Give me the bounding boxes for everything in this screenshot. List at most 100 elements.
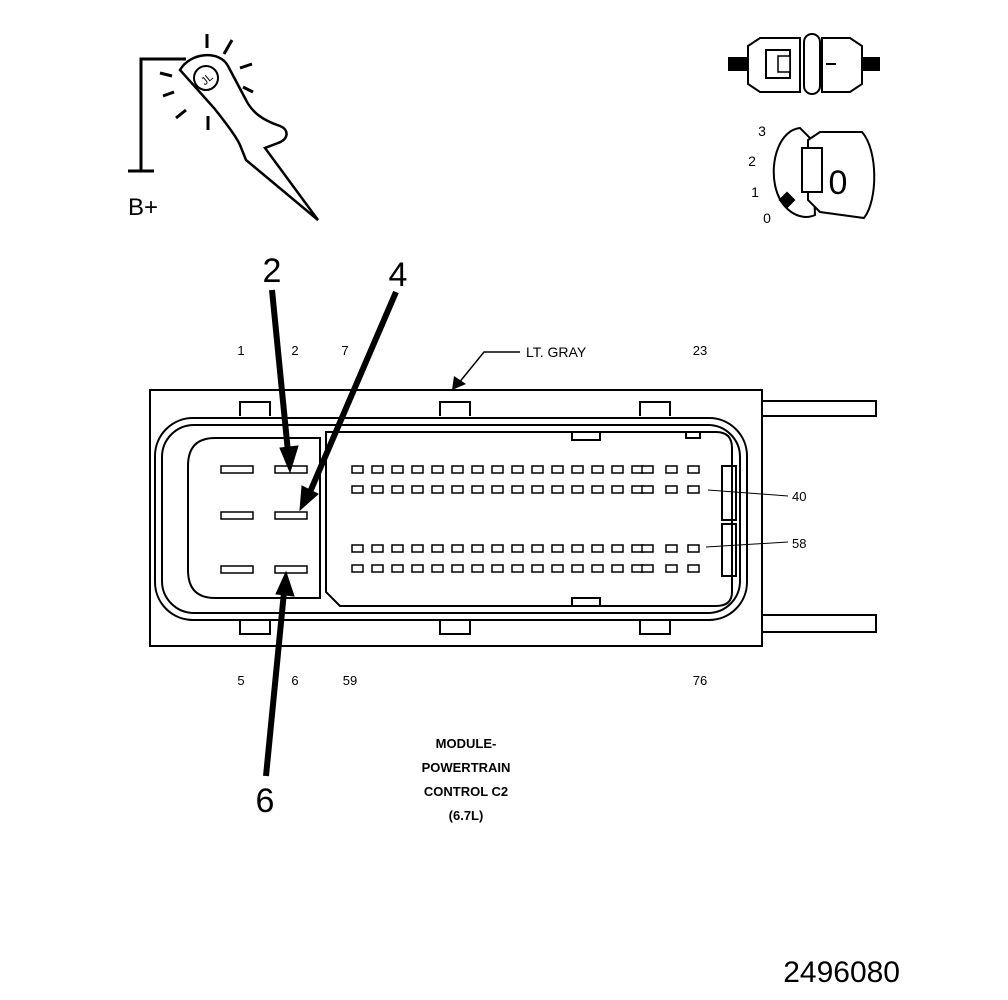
terminal-pin bbox=[451, 564, 464, 573]
key-position-3: 3 bbox=[758, 123, 766, 139]
pin-label-59: 59 bbox=[343, 673, 357, 688]
pin-label-23: 23 bbox=[693, 343, 707, 358]
terminal-pin bbox=[451, 465, 464, 474]
terminal-pin bbox=[641, 564, 654, 573]
terminal-pin bbox=[491, 564, 504, 573]
terminal-pin bbox=[511, 564, 524, 573]
terminal-pin bbox=[665, 564, 678, 573]
key-position-1: 1 bbox=[751, 184, 759, 200]
terminal-pin bbox=[371, 485, 384, 494]
terminal-pin bbox=[591, 564, 604, 573]
terminal-pin bbox=[371, 544, 384, 553]
terminal-pin bbox=[551, 564, 564, 573]
terminal-pin bbox=[551, 485, 564, 494]
terminal-pin bbox=[411, 544, 424, 553]
pin-label-6: 6 bbox=[291, 673, 298, 688]
terminal-pin bbox=[391, 465, 404, 474]
terminal-pin bbox=[611, 564, 624, 573]
terminal-pin bbox=[451, 544, 464, 553]
terminal-pin bbox=[687, 544, 700, 553]
terminal-pin bbox=[611, 544, 624, 553]
terminal-pin bbox=[641, 465, 654, 474]
terminal-pin bbox=[431, 564, 444, 573]
terminal-pin bbox=[511, 465, 524, 474]
terminal-pin bbox=[411, 465, 424, 474]
terminal-pin bbox=[551, 465, 564, 474]
power-label: B+ bbox=[128, 194, 158, 221]
terminal-pin bbox=[411, 564, 424, 573]
terminal-pin bbox=[391, 544, 404, 553]
pin-label-1: 1 bbox=[237, 343, 244, 358]
terminal-pin bbox=[511, 485, 524, 494]
pin-label-58: 58 bbox=[792, 536, 806, 551]
terminal-pin bbox=[571, 485, 584, 494]
terminal-pin bbox=[391, 485, 404, 494]
terminal-pin bbox=[431, 465, 444, 474]
terminal-pin bbox=[665, 485, 678, 494]
terminal-pin bbox=[531, 564, 544, 573]
key-position-0: 0 bbox=[763, 210, 771, 226]
large-terminal-slot bbox=[274, 511, 308, 520]
terminal-pin bbox=[451, 485, 464, 494]
large-terminal-slot bbox=[220, 565, 254, 574]
terminal-pin bbox=[641, 485, 654, 494]
terminal-pin bbox=[571, 564, 584, 573]
terminal-pin bbox=[351, 544, 364, 553]
terminal-pin bbox=[431, 544, 444, 553]
terminal-pin bbox=[611, 485, 624, 494]
terminal-pin bbox=[371, 564, 384, 573]
terminal-pin bbox=[531, 465, 544, 474]
large-terminal-slot bbox=[220, 465, 254, 474]
terminal-pin bbox=[511, 544, 524, 553]
caption-line-4: (6.7L) bbox=[449, 808, 484, 823]
terminal-pin bbox=[471, 465, 484, 474]
callout-arrows bbox=[263, 289, 399, 777]
pin-label-2: 2 bbox=[291, 343, 298, 358]
disconnected-connector-icon bbox=[728, 33, 880, 95]
terminal-pin bbox=[351, 465, 364, 474]
terminal-pin bbox=[641, 544, 654, 553]
terminal-pin bbox=[471, 544, 484, 553]
terminal-pin bbox=[491, 485, 504, 494]
small-terminal-pins bbox=[351, 465, 700, 573]
terminal-pin bbox=[591, 485, 604, 494]
key-position-2: 2 bbox=[748, 153, 756, 169]
caption-line-1: MODULE- bbox=[436, 736, 497, 751]
large-terminal-slot bbox=[274, 565, 308, 574]
caption-line-3: CONTROL C2 bbox=[424, 784, 508, 799]
terminal-pin bbox=[687, 564, 700, 573]
large-terminal-slot bbox=[220, 511, 254, 520]
test-light-probe-icon: JL bbox=[128, 34, 320, 221]
terminal-pin bbox=[687, 485, 700, 494]
color-label-leader bbox=[457, 351, 520, 385]
figure-number: 2496080 bbox=[783, 956, 900, 989]
ignition-key-icon bbox=[772, 126, 876, 220]
terminal-pin bbox=[471, 564, 484, 573]
terminal-pin bbox=[391, 564, 404, 573]
terminal-pin bbox=[687, 465, 700, 474]
terminal-pin bbox=[665, 544, 678, 553]
pin-label-5: 5 bbox=[237, 673, 244, 688]
terminal-pin bbox=[611, 465, 624, 474]
terminal-pin bbox=[591, 465, 604, 474]
callout-2: 2 bbox=[263, 252, 282, 290]
leader-line-58 bbox=[705, 541, 789, 548]
connector-color-label: LT. GRAY bbox=[526, 344, 587, 360]
callout-6: 6 bbox=[256, 782, 275, 820]
caption-line-2: POWERTRAIN bbox=[422, 760, 511, 775]
terminal-pin bbox=[431, 485, 444, 494]
terminal-pin bbox=[491, 465, 504, 474]
terminal-pin bbox=[371, 465, 384, 474]
terminal-pin bbox=[591, 544, 604, 553]
callout-4: 4 bbox=[389, 256, 408, 294]
terminal-pin bbox=[531, 544, 544, 553]
terminal-pin bbox=[531, 485, 544, 494]
pin-label-7: 7 bbox=[341, 343, 348, 358]
terminal-pin bbox=[665, 465, 678, 474]
terminal-pin bbox=[351, 485, 364, 494]
terminal-pin bbox=[551, 544, 564, 553]
terminal-pin bbox=[471, 485, 484, 494]
connector-body bbox=[149, 389, 877, 647]
leader-line-40 bbox=[707, 489, 789, 497]
